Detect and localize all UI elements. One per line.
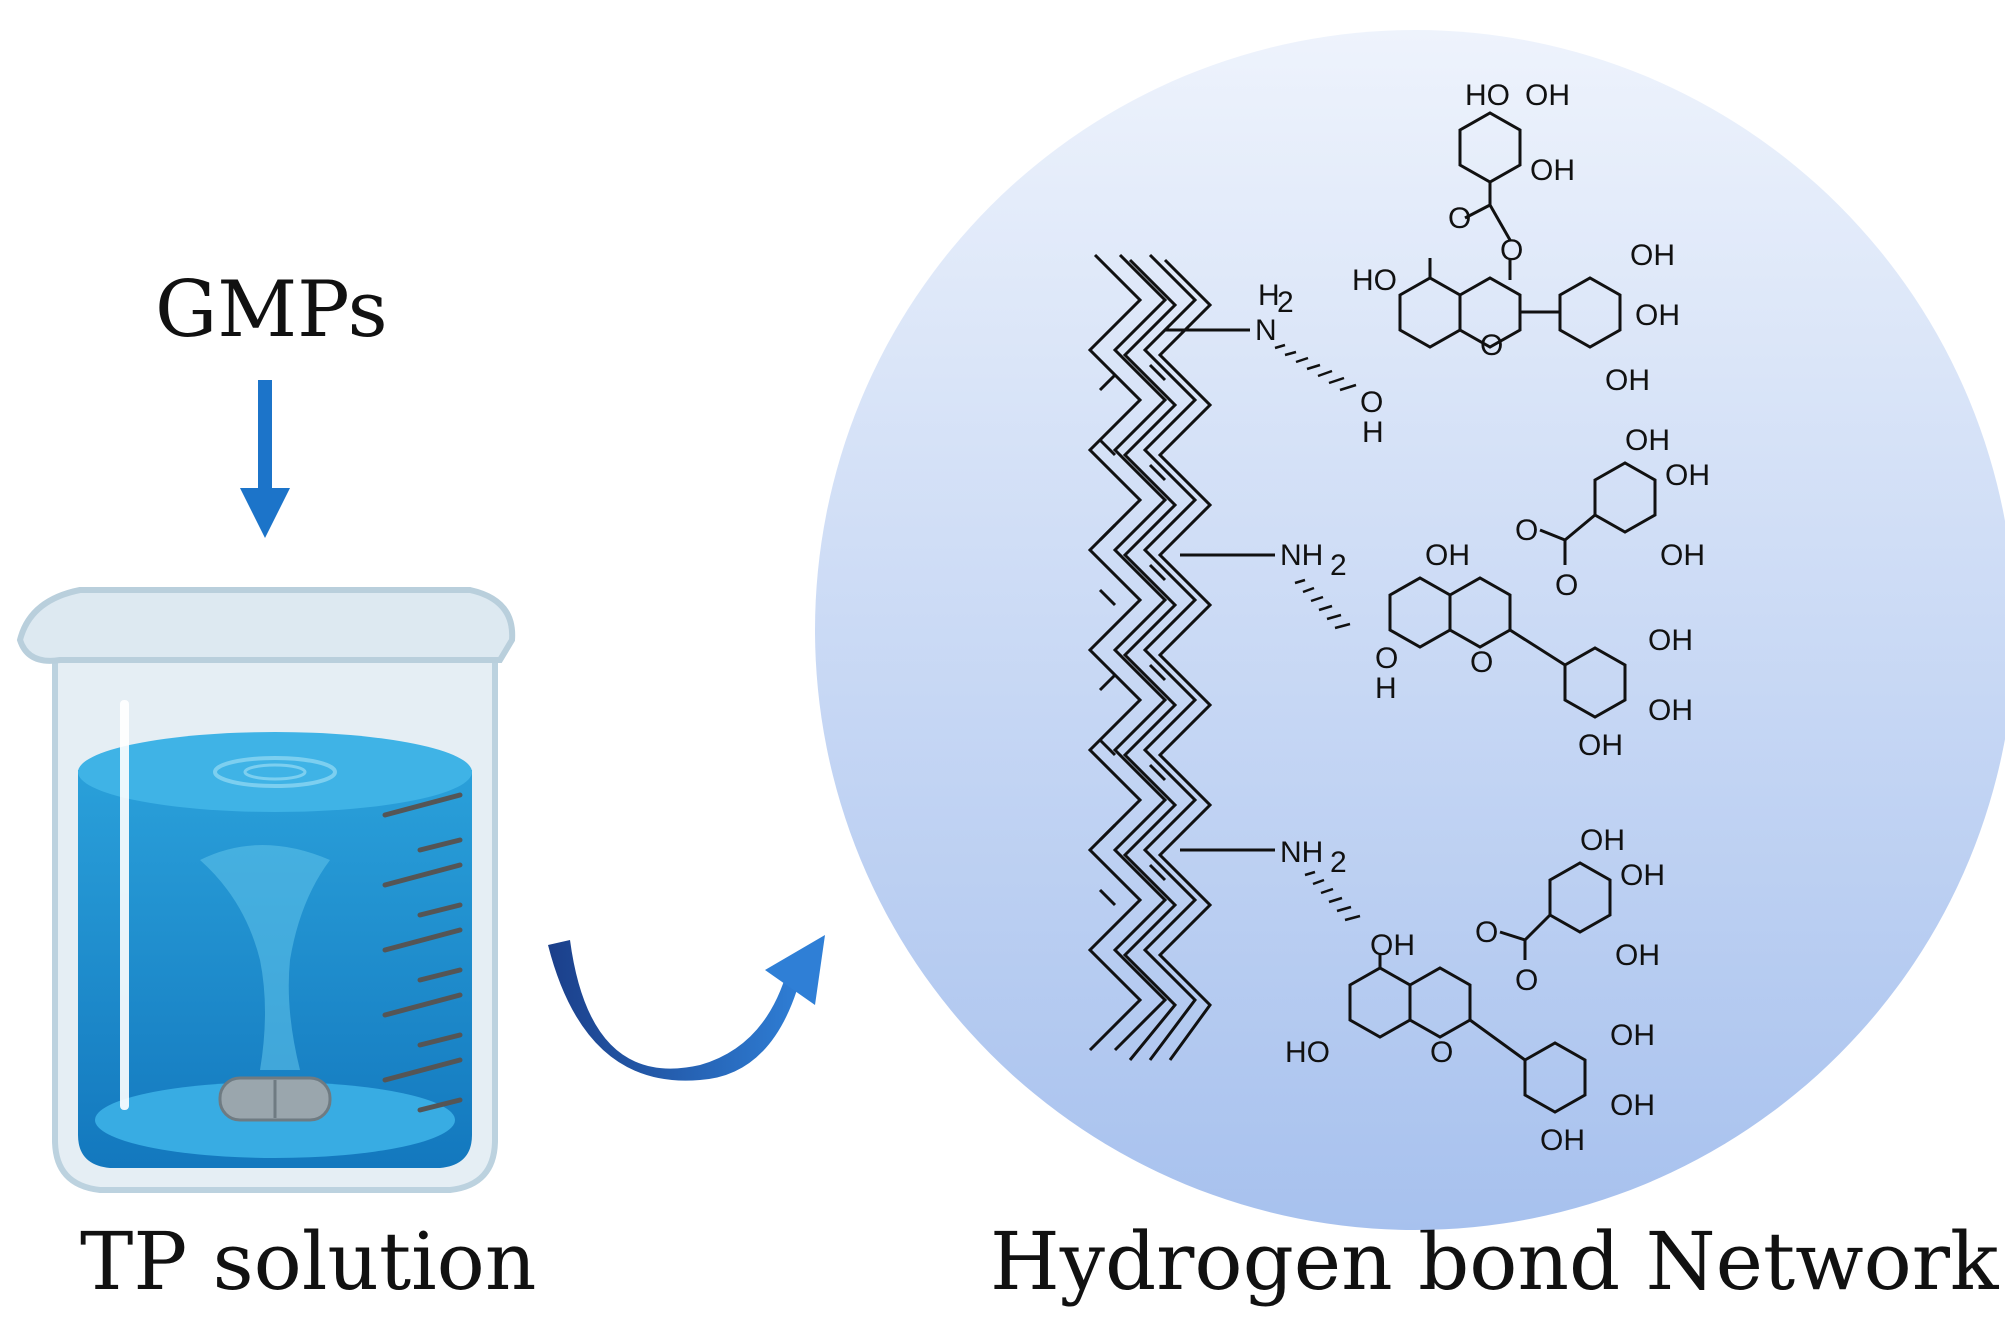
oh-label: OH — [1620, 859, 1665, 892]
subscript-2: 2 — [1330, 549, 1347, 582]
oh-label: OH — [1540, 1124, 1585, 1157]
subscript-2: 2 — [1277, 286, 1294, 319]
oh-label: OH — [1530, 154, 1575, 187]
o-label: O — [1515, 964, 1538, 997]
beaker-illustration — [16, 587, 516, 1193]
oh-label: OH — [1580, 824, 1625, 857]
down-arrow-icon — [240, 380, 290, 538]
o-label: O — [1500, 234, 1523, 267]
oh-label: OH — [1648, 694, 1693, 727]
oh-label: OH — [1425, 539, 1470, 572]
ho-label: HO — [1352, 264, 1397, 297]
o-label: O — [1375, 642, 1398, 675]
o-label: O — [1448, 202, 1471, 235]
o-label: O — [1480, 329, 1503, 362]
tp-solution-label: TP solution — [80, 1215, 537, 1308]
ho-label: HO — [1285, 1036, 1330, 1069]
subscript-2: 2 — [1330, 846, 1347, 879]
oh-label: OH — [1648, 624, 1693, 657]
o-label: O — [1430, 1036, 1453, 1069]
oh-label: OH — [1630, 239, 1675, 272]
oh-label: OH — [1660, 539, 1705, 572]
oh-label: HO — [1465, 79, 1510, 112]
o-label: O — [1360, 386, 1383, 419]
oh-label: OH — [1610, 1019, 1655, 1052]
molecule-2: OH OH OH O O OH O O H OH OH OH NH 2 — [1280, 424, 1710, 762]
h-label: H — [1375, 672, 1397, 705]
molecule-1: HO OH OH O O HO OH OH OH O O H N H 2 — [1255, 79, 1680, 449]
o-label: O — [1555, 569, 1578, 602]
oh-label: OH — [1615, 939, 1660, 972]
oh-label: OH — [1370, 929, 1415, 962]
oh-label: OH — [1525, 79, 1570, 112]
n-label: N — [1255, 314, 1277, 347]
oh-label: OH — [1578, 729, 1623, 762]
o-label: O — [1470, 646, 1493, 679]
molecule-3: OH OH OH O O OH O HO OH OH OH NH 2 — [1280, 824, 1665, 1157]
oh-label: OH — [1635, 299, 1680, 332]
h-label: H — [1258, 279, 1280, 312]
gmps-label: GMPs — [155, 265, 388, 355]
curved-arrow-icon — [548, 935, 825, 1081]
hydrogen-bond-dashes — [1274, 343, 1361, 922]
polymer-backbone — [1087, 253, 1275, 1061]
h-label: H — [1362, 416, 1384, 449]
nh-label: NH — [1280, 836, 1323, 869]
oh-label: OH — [1665, 459, 1710, 492]
o-label: O — [1515, 514, 1538, 547]
oh-label: OH — [1605, 364, 1650, 397]
network-circle — [815, 30, 2005, 1230]
o-label: O — [1475, 916, 1498, 949]
hydrogen-bond-network-label: Hydrogen bond Network — [990, 1215, 1999, 1308]
nh-label: NH — [1280, 539, 1323, 572]
oh-label: OH — [1610, 1089, 1655, 1122]
oh-label: OH — [1625, 424, 1670, 457]
